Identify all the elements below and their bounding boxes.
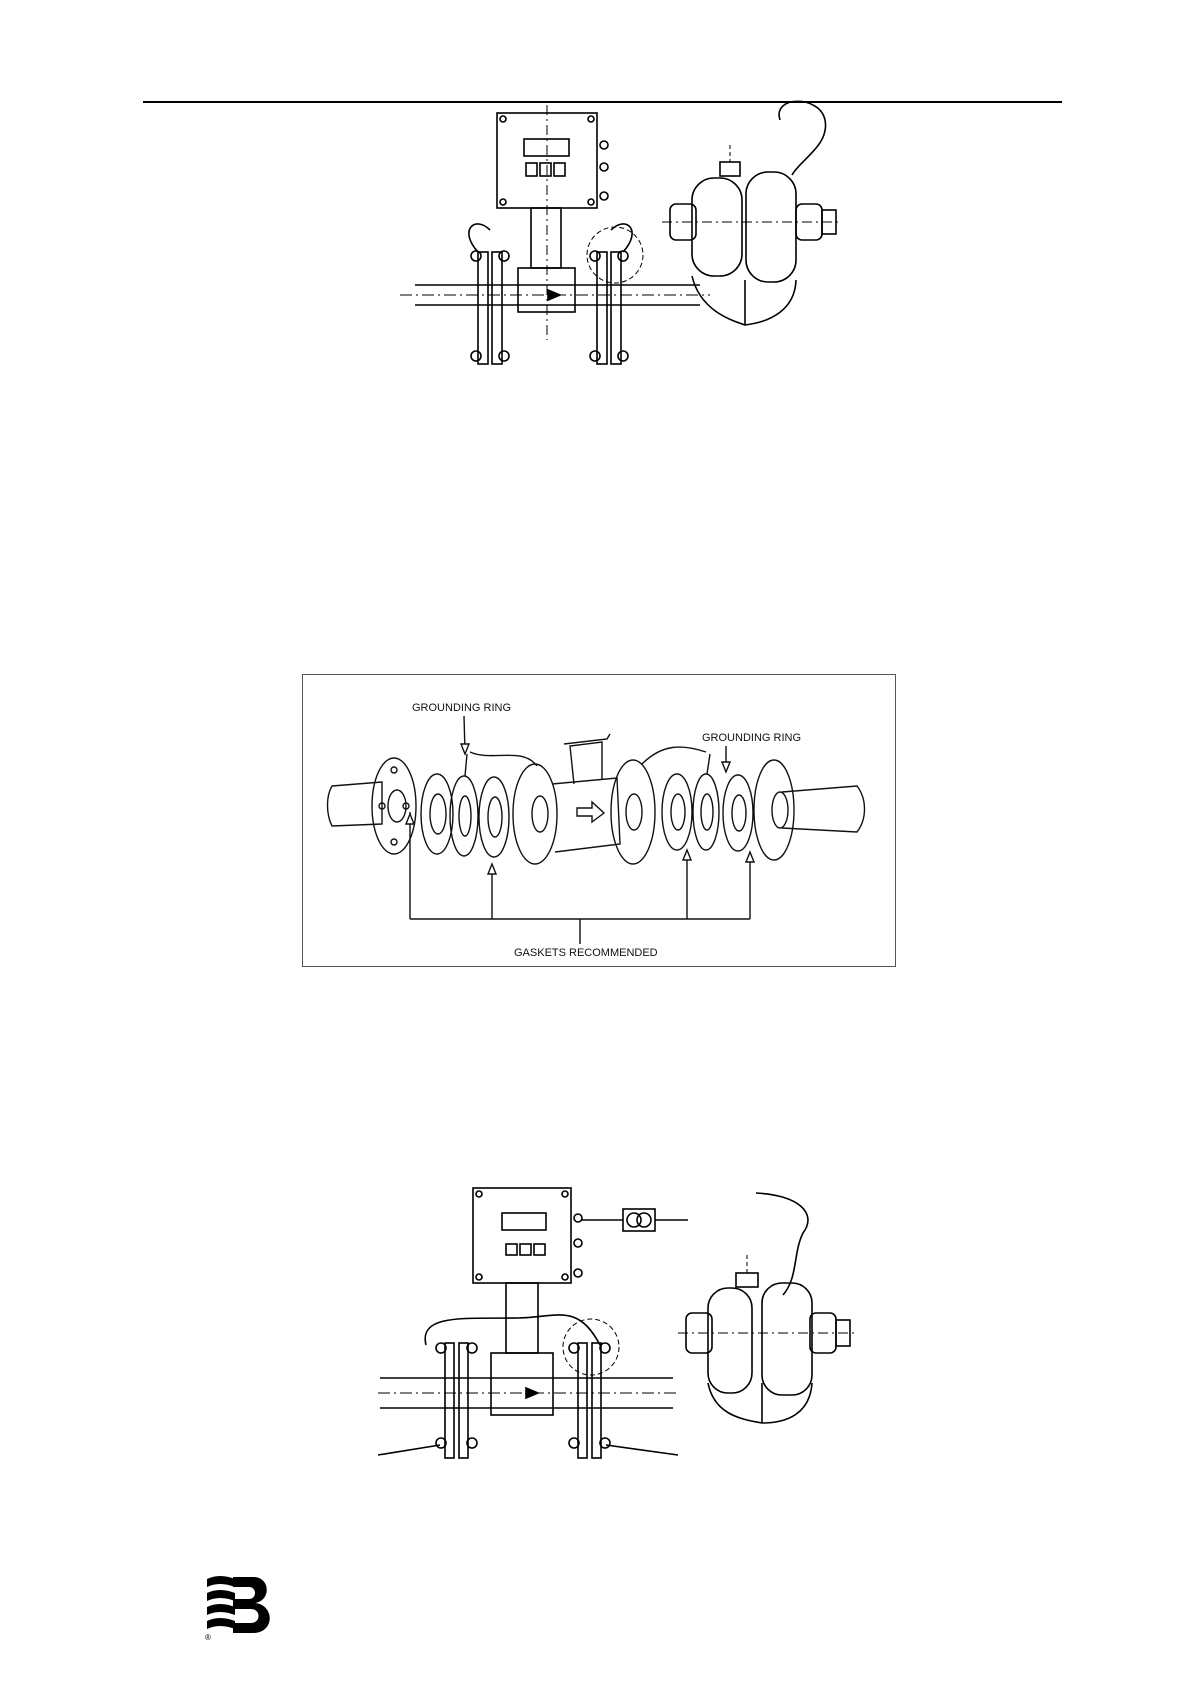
label-grounding-ring-left: GROUNDING RING [412, 702, 511, 714]
registered-mark: ® [205, 1633, 211, 1641]
label-grounding-ring-right: GROUNDING RING [702, 732, 801, 744]
brand-logo: ® [205, 1575, 277, 1641]
label-gaskets-recommended: GASKETS RECOMMENDED [514, 947, 658, 959]
figure-flowmeter-grounding-straps [400, 100, 860, 365]
figure-exploded-grounding-rings: GROUNDING RING GROUNDING RING GASKETS RE… [302, 674, 896, 967]
figure-flowmeter-grounding-wire [378, 1183, 898, 1463]
